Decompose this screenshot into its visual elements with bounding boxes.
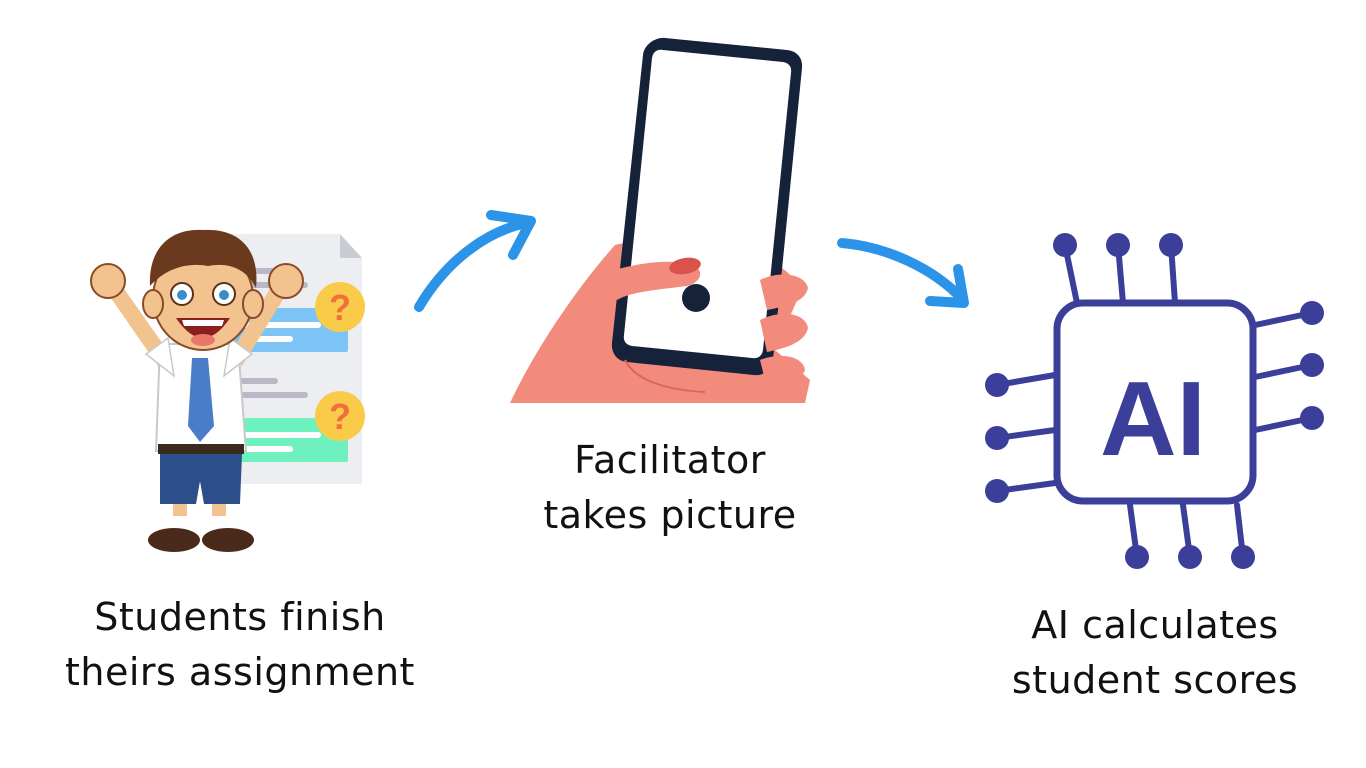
chip-label: AI	[1100, 360, 1206, 478]
student-cheering-with-assignment-icon: ? ?	[90, 229, 365, 552]
hand-holding-phone-icon	[510, 37, 810, 403]
ai-chip-icon: AI	[985, 233, 1324, 569]
step-2-caption: Facilitator takes picture	[510, 433, 830, 543]
step-2-caption-line-1: Facilitator	[574, 438, 766, 482]
curved-arrow-down-right-icon	[837, 238, 969, 308]
question-badge-icon: ?	[315, 391, 365, 441]
step-3-caption: AI calculates student scores	[975, 598, 1335, 708]
svg-text:?: ?	[329, 287, 351, 328]
step-1-caption-line-1: Students finish	[94, 595, 386, 639]
step-3-caption-line-2: student scores	[1011, 658, 1299, 702]
student-figure	[90, 229, 304, 552]
step-1-caption: Students finish theirs assignment	[20, 590, 460, 700]
curved-arrow-up-right-icon	[414, 210, 536, 312]
step-3-caption-line-1: AI calculates	[1031, 603, 1279, 647]
step-1-caption-line-2: theirs assignment	[65, 650, 415, 694]
svg-text:?: ?	[329, 396, 351, 437]
question-badge-icon: ?	[315, 282, 365, 332]
step-2-caption-line-2: takes picture	[543, 493, 797, 537]
